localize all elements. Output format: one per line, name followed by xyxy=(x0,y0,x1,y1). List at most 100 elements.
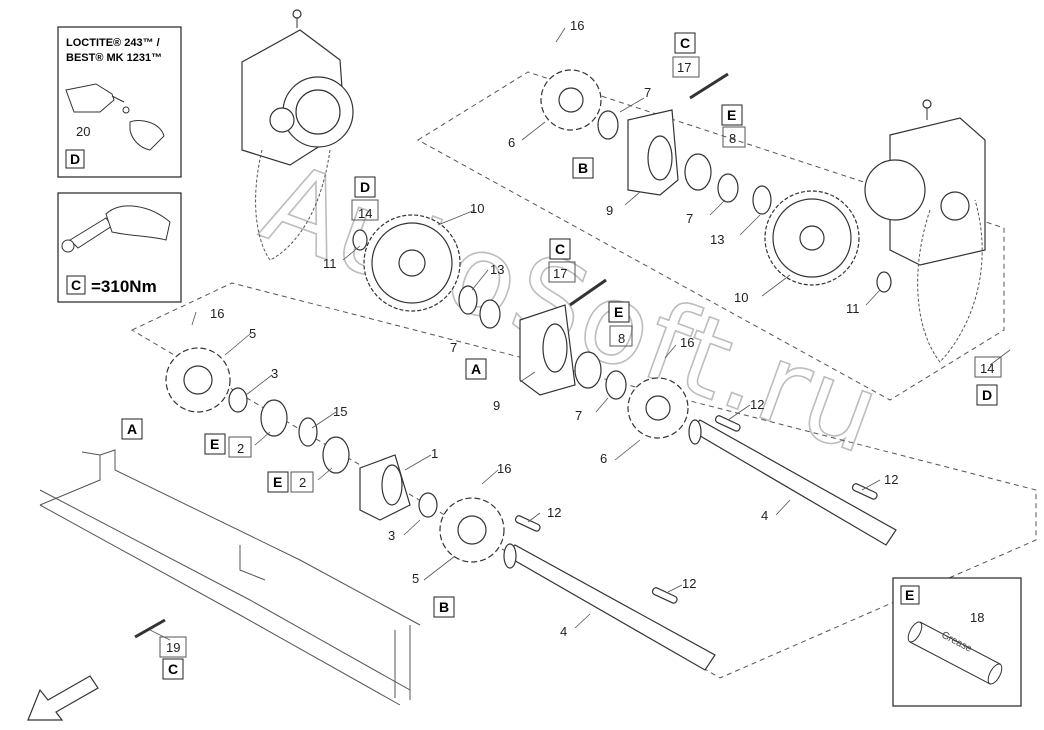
callout-3: 3 xyxy=(271,366,278,381)
small-sprocket-5-upper xyxy=(165,347,231,413)
wrench-icon xyxy=(61,205,171,253)
letter-box-A: A xyxy=(121,418,143,440)
callout-8: 8 xyxy=(729,131,736,146)
callout-17: 17 xyxy=(553,266,567,281)
upper-assembly-outline xyxy=(417,71,1005,401)
callout-5: 5 xyxy=(412,571,419,586)
callout-box-8 xyxy=(722,126,746,148)
callout-16: 16 xyxy=(680,335,694,350)
small-sprocket-6-upper xyxy=(540,69,602,131)
shaft-4-upper xyxy=(688,419,897,546)
letter-box-E: E xyxy=(721,104,743,126)
callout-box-14 xyxy=(351,199,379,221)
callout-11: 11 xyxy=(846,301,860,316)
letter-box-A: A xyxy=(465,358,487,380)
svg-text:C: C xyxy=(555,241,565,257)
direction-arrow xyxy=(27,675,99,721)
callout-13: 13 xyxy=(710,232,724,247)
callout-5: 5 xyxy=(249,326,256,341)
large-sprocket-left xyxy=(363,214,461,312)
letter-box-E: E xyxy=(608,301,630,323)
bolts xyxy=(134,72,729,639)
callout-6: 6 xyxy=(600,451,607,466)
svg-text:C: C xyxy=(680,35,690,51)
callout-19: 19 xyxy=(166,640,180,655)
svg-text:E: E xyxy=(614,304,623,320)
callout-box-14 xyxy=(974,356,1002,378)
large-sprocket-right xyxy=(764,190,860,286)
shaft-keys xyxy=(514,415,878,604)
callout-box-17 xyxy=(672,56,700,78)
callout-8: 8 xyxy=(618,331,625,346)
svg-text:A: A xyxy=(471,361,481,377)
svg-text:D: D xyxy=(982,387,992,403)
loctite-line-1: LOCTITE® 243™ / xyxy=(66,37,160,49)
callout-10: 10 xyxy=(734,290,748,305)
callout-16: 16 xyxy=(497,461,511,476)
callout-11: 11 xyxy=(323,256,337,271)
letter-box-D: D xyxy=(354,176,376,198)
callout-7: 7 xyxy=(686,211,693,226)
loctite-panel: LOCTITE® 243™ / BEST® MK 1231™ 20 D xyxy=(57,26,182,178)
letter-box-C: C xyxy=(674,32,696,54)
torque-letter: C xyxy=(71,277,81,293)
callout-4: 4 xyxy=(761,508,768,523)
svg-text:B: B xyxy=(578,160,588,176)
callout-9: 9 xyxy=(493,398,500,413)
letter-box-C: C xyxy=(549,238,571,260)
grease-number: 18 xyxy=(970,610,984,625)
callout-12: 12 xyxy=(547,505,561,520)
small-sprocket-5-lower xyxy=(439,497,505,563)
letter-box-B: B xyxy=(433,596,455,618)
grease-tube-icon xyxy=(907,621,1003,685)
callout-12: 12 xyxy=(884,472,898,487)
letter-box-C: C xyxy=(162,658,184,680)
letter-box-D: D xyxy=(976,384,998,406)
bearing-housing-1 xyxy=(359,454,411,521)
hydraulic-motor-left xyxy=(241,9,354,166)
bearing-housing-9-upper xyxy=(627,109,679,196)
callout-7: 7 xyxy=(450,340,457,355)
svg-text:A: A xyxy=(127,421,137,437)
callout-2: 2 xyxy=(237,441,244,456)
callout-7: 7 xyxy=(575,408,582,423)
callout-12: 12 xyxy=(750,397,764,412)
loctite-line-2: BEST® MK 1231™ xyxy=(66,52,162,64)
svg-text:C: C xyxy=(168,661,178,677)
svg-text:B: B xyxy=(439,599,449,615)
callout-16: 16 xyxy=(570,18,584,33)
callout-9: 9 xyxy=(606,203,613,218)
callout-box-8 xyxy=(609,325,633,347)
adhesive-bottle-icon xyxy=(65,83,165,151)
callout-1: 1 xyxy=(431,446,438,461)
loctite-number: 20 xyxy=(76,124,90,139)
svg-text:E: E xyxy=(273,474,282,490)
callout-3: 3 xyxy=(388,528,395,543)
bearings-and-rings xyxy=(228,110,892,518)
svg-text:D: D xyxy=(360,179,370,195)
callout-2: 2 xyxy=(299,475,306,490)
torque-value: =310Nm xyxy=(91,277,157,296)
torque-panel: C =310Nm xyxy=(57,192,182,303)
watermark-text: AutoSoft.ru xyxy=(248,138,897,479)
loctite-letter: D xyxy=(70,151,80,167)
drive-chain-right xyxy=(917,199,983,363)
frame-bracket xyxy=(39,449,421,706)
letter-box-B: B xyxy=(572,157,594,179)
bearing-housing-9-lower xyxy=(519,304,576,396)
callout-15: 15 xyxy=(333,404,347,419)
callout-16: 16 xyxy=(210,306,224,321)
leader-lines xyxy=(149,27,1011,641)
letter-box-E: E xyxy=(204,433,226,455)
callout-17: 17 xyxy=(677,60,691,75)
callout-14: 14 xyxy=(358,206,372,221)
callout-4: 4 xyxy=(560,624,567,639)
letter-box-E: E xyxy=(267,471,289,493)
callout-12: 12 xyxy=(682,576,696,591)
small-sprocket-6-lower xyxy=(627,377,689,439)
grease-panel: E 18 Grease xyxy=(892,577,1022,707)
callout-14: 14 xyxy=(980,361,994,376)
callout-7: 7 xyxy=(644,85,651,100)
svg-text:E: E xyxy=(210,436,219,452)
